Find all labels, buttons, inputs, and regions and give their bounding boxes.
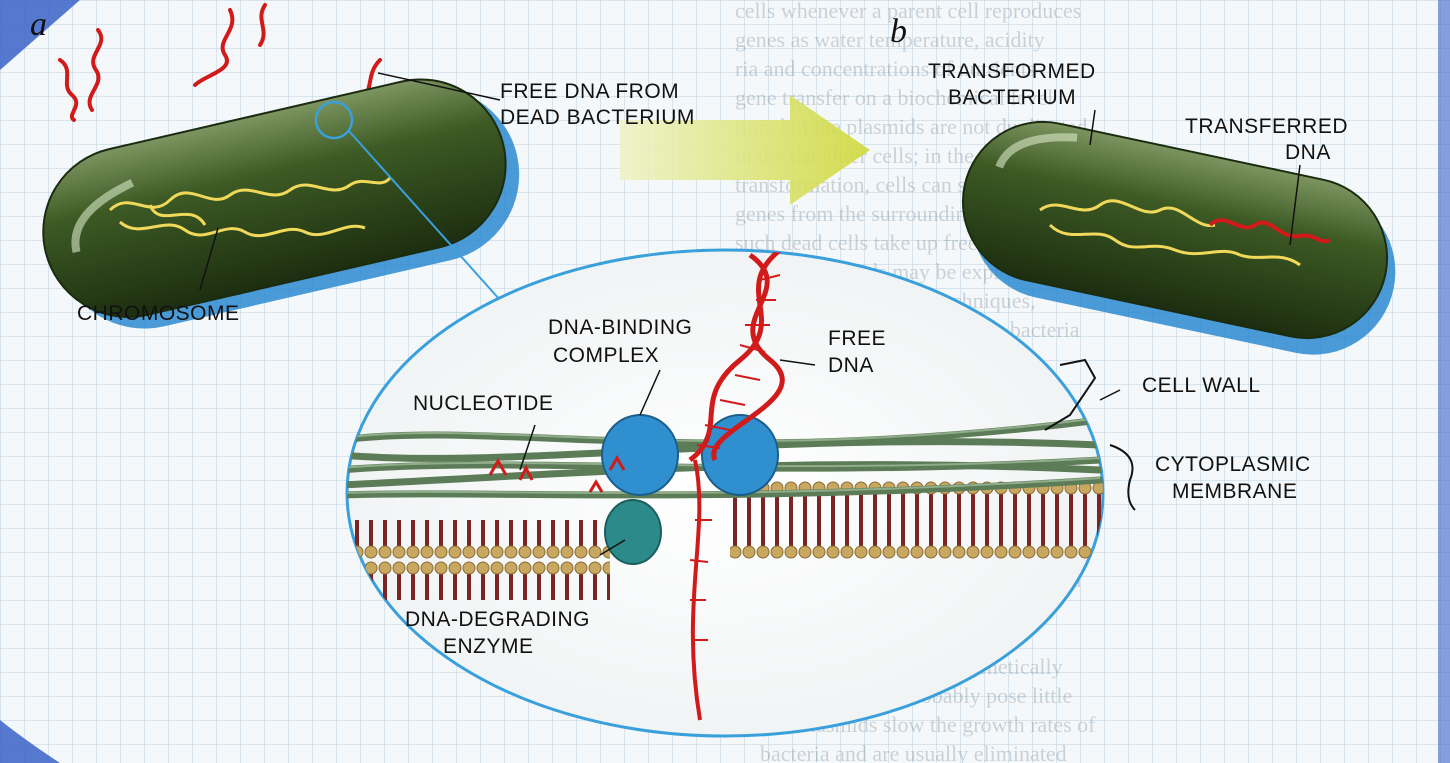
label-transformed: TRANSFORMED	[928, 60, 1096, 83]
background-text-line: cells whenever a parent cell reproduces	[735, 0, 1081, 23]
label-nucleotide: NUCLEOTIDE	[413, 392, 553, 415]
label-chromosome: CHROMOSOME	[77, 302, 240, 325]
label-dna-binding: DNA-BINDING	[548, 316, 692, 339]
background-text-line: bacteria and are usually eliminated	[760, 741, 1067, 763]
panel-letter-a: a	[30, 6, 47, 43]
label-cell-wall: CELL WALL	[1142, 374, 1261, 397]
label-complex: COMPLEX	[553, 344, 659, 367]
label-bacterium: BACTERIUM	[948, 86, 1076, 109]
cytoplasmic-membrane-left	[350, 520, 610, 600]
label-dna-degrading: DNA-DEGRADING	[405, 608, 590, 631]
label-free-dna: DNA	[828, 354, 874, 377]
label-transferred: TRANSFERRED	[1185, 115, 1348, 138]
dna-degrading-enzyme	[605, 500, 661, 564]
panel-letter-b: b	[890, 13, 907, 50]
label-cytoplasmic: CYTOPLASMIC	[1155, 453, 1311, 476]
label-free-dna-from: FREE DNA FROM	[500, 80, 679, 103]
label-enzyme: ENZYME	[443, 635, 534, 658]
label-dead-bacterium: DEAD BACTERIUM	[500, 106, 695, 129]
label-membrane: MEMBRANE	[1172, 480, 1297, 503]
label-free: FREE	[828, 327, 886, 350]
label-dna: DNA	[1285, 141, 1331, 164]
